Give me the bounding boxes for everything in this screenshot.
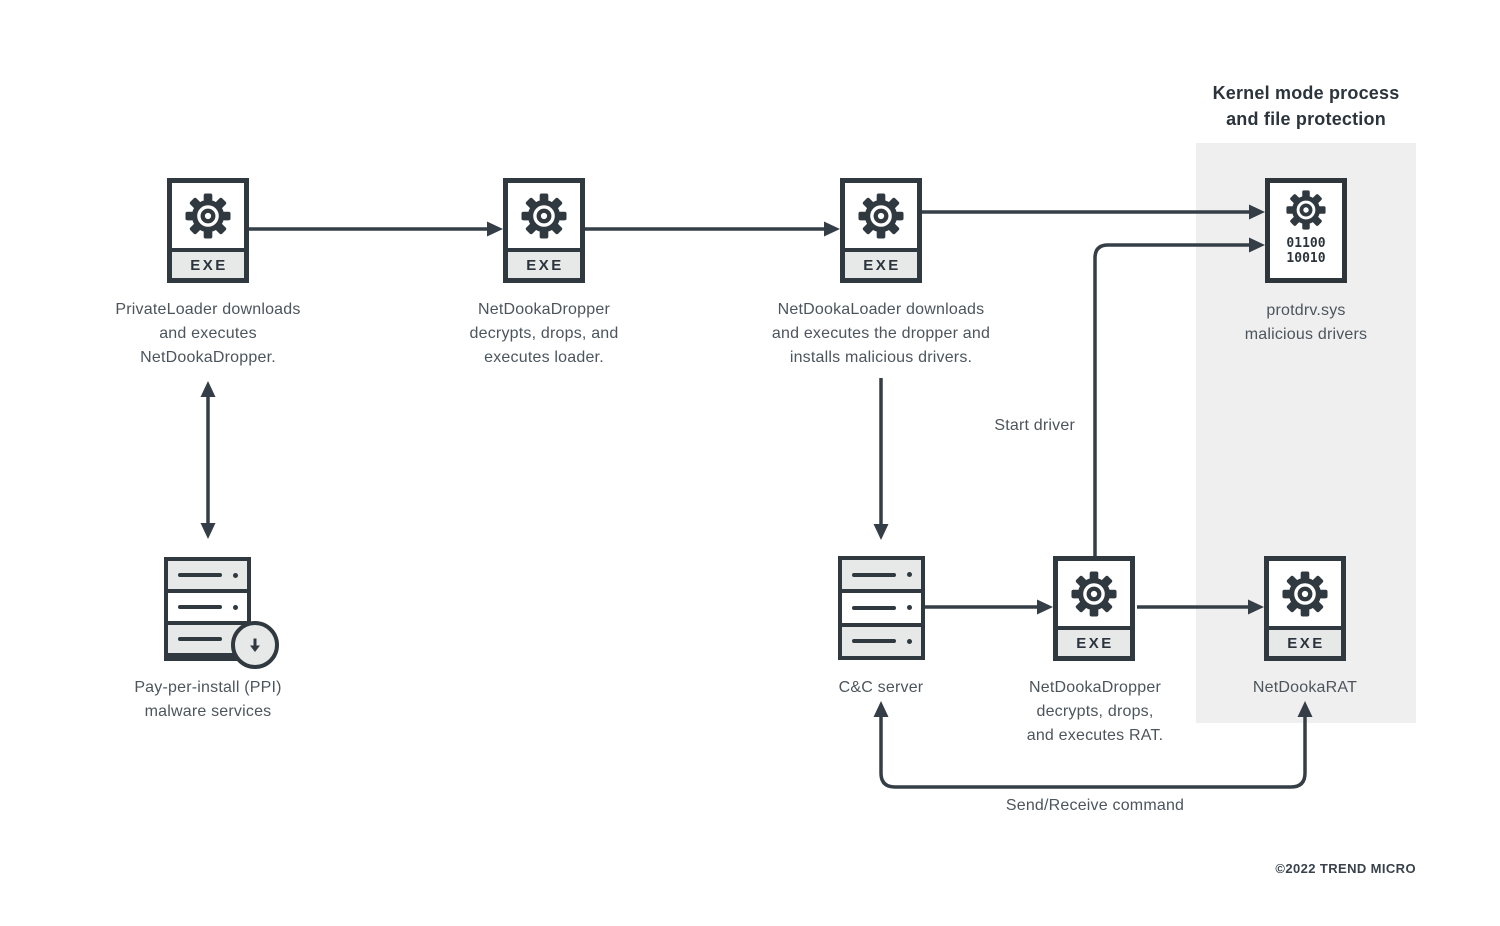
gear-icon <box>1058 561 1130 626</box>
arrowhead <box>200 381 216 397</box>
gear-icon <box>1269 561 1341 626</box>
netdookadropper-label: NetDookaDropper decrypts, drops, and exe… <box>469 301 619 366</box>
binary-code-text: 01100 10010 <box>1286 236 1326 266</box>
start-driver-label: Start driver <box>994 417 1075 434</box>
netdookarat-label: NetDookaRAT <box>1252 679 1358 696</box>
ppi-server-icon <box>164 557 279 669</box>
exe-badge: EXE <box>845 248 917 278</box>
netdookaloader-label: NetDookaLoader downloads and executes th… <box>771 301 991 366</box>
arrowhead <box>873 524 889 540</box>
netdookarat-exe-icon: EXE <box>1264 556 1346 661</box>
arrowhead <box>1297 701 1313 717</box>
server-slot <box>842 560 921 594</box>
gear-icon <box>845 183 917 248</box>
protdrv-label: protdrv.sys malicious drivers <box>1244 302 1368 343</box>
arrowhead <box>873 701 889 717</box>
exe-badge: EXE <box>172 248 244 278</box>
netdookadropper2-label: NetDookaDropper decrypts, drops, and exe… <box>1026 679 1164 744</box>
arrowhead <box>1248 599 1264 615</box>
exe-badge: EXE <box>508 248 580 278</box>
netdookaloader-exe-icon: EXE <box>840 178 922 283</box>
privateloader-label: PrivateLoader downloads and executes Net… <box>115 301 301 366</box>
arrowhead <box>487 221 503 237</box>
edge-send-receive-loop <box>879 715 1307 789</box>
exe-badge: EXE <box>1058 626 1130 656</box>
edge-start-driver <box>1093 243 1250 556</box>
download-badge-icon <box>231 621 279 669</box>
arrowhead <box>200 523 216 539</box>
server-slot <box>842 626 921 656</box>
privateloader-exe-icon: EXE <box>167 178 249 283</box>
server-slot <box>168 561 247 593</box>
arrowhead <box>824 221 840 237</box>
copyright-text: ©2022 TREND MICRO <box>1275 861 1416 876</box>
gear-icon <box>172 183 244 248</box>
server-slot <box>842 593 921 627</box>
cc-server-label: C&C server <box>838 679 924 696</box>
protdrv-driver-icon: 01100 10010 <box>1265 178 1347 283</box>
gear-icon <box>1286 190 1326 235</box>
netdookadropper-exe-icon: EXE <box>503 178 585 283</box>
netdookadropper2-exe-icon: EXE <box>1053 556 1135 661</box>
kernel-panel-title: Kernel mode process and file protection <box>1212 83 1400 129</box>
gear-icon <box>508 183 580 248</box>
arrowhead <box>1037 599 1053 615</box>
ppi-label: Pay-per-install (PPI) malware services <box>134 679 282 720</box>
server-slot <box>168 593 247 625</box>
cc-server-icon <box>838 556 925 660</box>
arrowhead <box>1249 204 1265 220</box>
exe-badge: EXE <box>1269 626 1341 656</box>
arrowhead <box>1249 237 1265 253</box>
send-receive-label: Send/Receive command <box>1005 797 1185 814</box>
